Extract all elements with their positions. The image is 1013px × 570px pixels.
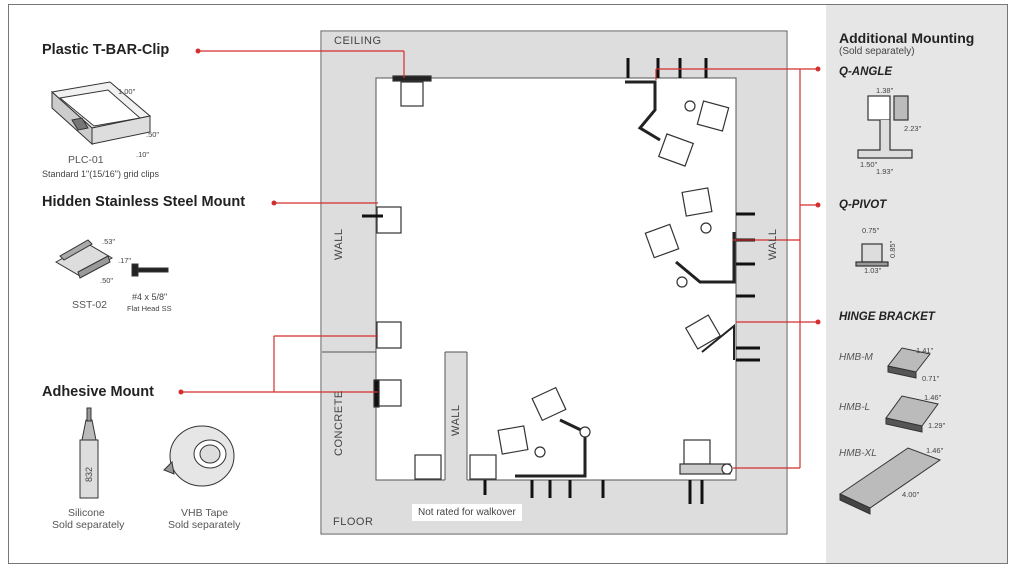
hinge-l-dim-2: 1.29" — [928, 421, 946, 430]
q-pivot-dim-2: 1.03" — [864, 266, 882, 275]
hidden-mount-dim-a: .53" — [102, 237, 116, 246]
tbar-clip-note: Standard 1"(15/16") grid clips — [42, 169, 159, 179]
hinge-l-label: HMB-L — [839, 402, 871, 413]
tbar-clip-illustration — [50, 81, 152, 146]
walkover-note: Not rated for walkover — [412, 504, 522, 521]
q-pivot-illustration — [855, 243, 889, 267]
hidden-mount-title: Hidden Stainless Steel Mount — [42, 194, 246, 210]
left-wall — [322, 78, 376, 480]
floor-label: FLOOR — [333, 516, 374, 528]
hinge-bracket-heading: HINGE BRACKET — [839, 311, 935, 323]
additional-mounting-title: Additional Mounting — [839, 30, 975, 46]
q-pivot-dim-1: 0.75" — [862, 226, 880, 235]
hinge-xl-dim-1: 1.46" — [926, 446, 944, 455]
vhb-note: Sold separately — [168, 519, 241, 531]
hidden-mount-mounted — [376, 206, 402, 234]
hinge-m-dim-1: 1.41" — [916, 346, 934, 355]
callout-lines — [181, 50, 818, 469]
hinge-xl-dim-2: 4.00" — [902, 490, 920, 499]
hidden-mount-part: SST-02 — [72, 299, 108, 311]
hidden-mount-dim-c: .50" — [100, 276, 114, 285]
floor-band — [322, 480, 786, 533]
hidden-mount-screw: #4 x 5/8" — [132, 292, 168, 302]
hidden-mount-dim-b: .17" — [118, 256, 132, 265]
q-angle-illustration — [857, 95, 913, 159]
q-pivot-heading: Q-PIVOT — [839, 199, 887, 211]
silicone-tube-label: 832 — [84, 466, 94, 482]
adhesive-mount-title: Adhesive Mount — [42, 384, 154, 400]
right-wall — [736, 78, 786, 480]
silicone-label: Silicone — [68, 507, 105, 519]
tbar-clip-title: Plastic T-BAR-Clip — [42, 42, 170, 58]
hinge-m-label: HMB-M — [839, 352, 873, 363]
q-pivot-dim-3: 0.85" — [888, 240, 897, 258]
q-angle-dim-1: 1.38" — [876, 86, 894, 95]
tbar-clip-mounted — [392, 75, 432, 82]
tbar-clip-height: .50" — [146, 130, 160, 139]
ceiling-band — [322, 32, 786, 78]
additional-mounting-subtitle: (Sold separately) — [839, 46, 915, 57]
vhb-tape-illustration — [163, 425, 235, 487]
q-angle-dim-3: 1.50" — [860, 160, 878, 169]
adhesive-mount-tape — [376, 379, 402, 407]
inner-wall-label: WALL — [450, 404, 462, 436]
room — [320, 30, 788, 535]
hidden-mount-illustration — [54, 239, 169, 279]
tbar-clip-depth: .10" — [136, 150, 150, 159]
silicone-tube-illustration — [79, 407, 99, 499]
tbar-clip-width: 1.00" — [118, 87, 136, 96]
concrete-label: CONCRETE — [333, 390, 345, 456]
right-wall-label: WALL — [767, 228, 779, 260]
vhb-label: VHB Tape — [181, 507, 229, 519]
hinge-xl-label: HMB-XL — [839, 448, 877, 459]
ceiling-label: CEILING — [334, 35, 382, 47]
callout-dots — [178, 48, 821, 395]
hinge-m-dim-2: 0.71" — [922, 374, 940, 383]
diagram-frame — [8, 4, 1008, 564]
tbar-clip-part: PLC-01 — [68, 154, 104, 166]
q-angle-dim-4: 1.93" — [876, 167, 894, 176]
left-wall-label: WALL — [333, 228, 345, 260]
hinge-l-dim-1: 1.46" — [924, 393, 942, 402]
mount-glyphs — [362, 58, 760, 504]
hinge-brackets-illustration — [838, 347, 942, 515]
hidden-mount-screw-note: Flat Head SS — [127, 304, 172, 313]
adhesive-mount-silicone — [376, 321, 402, 349]
q-angle-heading: Q-ANGLE — [839, 66, 893, 78]
q-angle-dim-2: 2.23" — [904, 124, 922, 133]
silicone-note: Sold separately — [52, 519, 125, 531]
